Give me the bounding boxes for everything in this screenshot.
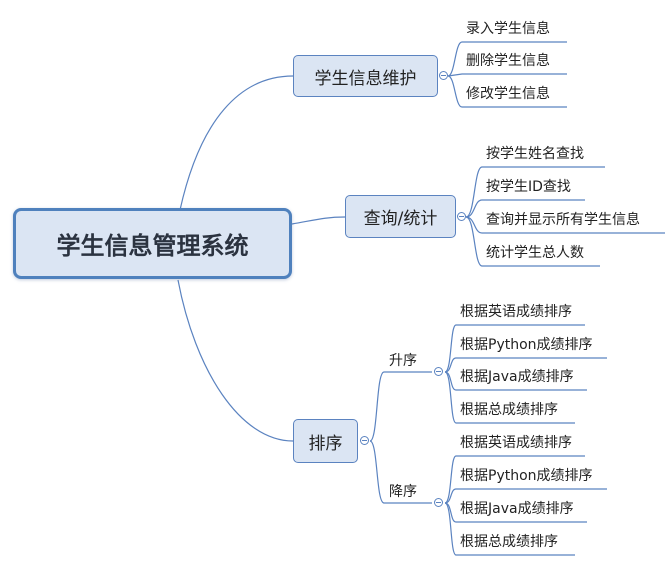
leaf-maintain-2: 删除学生信息 [466,53,550,69]
leaf-desc-2: 根据Python成绩排序 [460,468,593,484]
leaf-asc-3: 根据Java成绩排序 [460,369,574,385]
query-leaf-2-line [465,199,585,218]
maintain-leaf-1-line [447,41,567,77]
leaf-query-1: 按学生姓名查找 [486,146,584,162]
branch-maintain[interactable]: 学生信息维护 [293,55,438,97]
desc-leaf-4-line [444,502,575,556]
leaf-asc-4: 根据总成绩排序 [460,402,558,418]
collapse-toggle-icon[interactable] [434,367,443,376]
branch-sort-label: 排序 [308,433,343,454]
maintain-leaf-2-line [447,73,567,77]
leaf-desc-3: 根据Java成绩排序 [460,501,574,517]
collapse-toggle-icon[interactable] [457,212,466,221]
sub-desc-label[interactable]: 降序 [389,484,417,500]
collapse-toggle-icon[interactable] [360,436,369,445]
leaf-query-4: 统计学生总人数 [486,245,584,261]
root-title: 学生信息管理系统 [56,232,249,260]
maintain-leaf-3-line [447,75,567,108]
branch-query[interactable]: 查询/统计 [345,195,456,238]
collapse-toggle-icon[interactable] [439,71,448,80]
root-to-sort-line [177,279,294,442]
sort-to-asc-line [369,371,432,442]
collapse-toggle-icon[interactable] [434,498,443,507]
asc-leaf-1-line [444,324,585,373]
leaf-query-3: 查询并显示所有学生信息 [486,212,640,228]
asc-leaf-2-line [444,357,607,373]
desc-leaf-2-line [444,488,607,504]
leaf-maintain-1: 录入学生信息 [466,21,550,37]
leaf-query-2: 按学生ID查找 [486,179,571,195]
leaf-asc-1: 根据英语成绩排序 [460,304,572,320]
branch-sort[interactable]: 排序 [293,419,358,463]
desc-leaf-1-line [444,455,585,504]
query-leaf-1-line [465,166,605,218]
root-node[interactable]: 学生信息管理系统 [13,208,292,279]
branch-maintain-label: 学生信息维护 [314,68,417,89]
leaf-desc-1: 根据英语成绩排序 [460,435,572,451]
sort-to-desc-line [369,440,432,504]
branch-query-label: 查询/统计 [363,209,438,229]
leaf-desc-4: 根据总成绩排序 [460,534,558,550]
leaf-asc-2: 根据Python成绩排序 [460,337,593,353]
root-to-maintain-line [179,75,294,211]
root-to-query-line [291,216,346,225]
sub-asc-label[interactable]: 升序 [389,353,417,369]
leaf-maintain-3: 修改学生信息 [466,86,550,102]
query-leaf-4-line [465,216,600,267]
asc-leaf-4-line [444,371,575,424]
